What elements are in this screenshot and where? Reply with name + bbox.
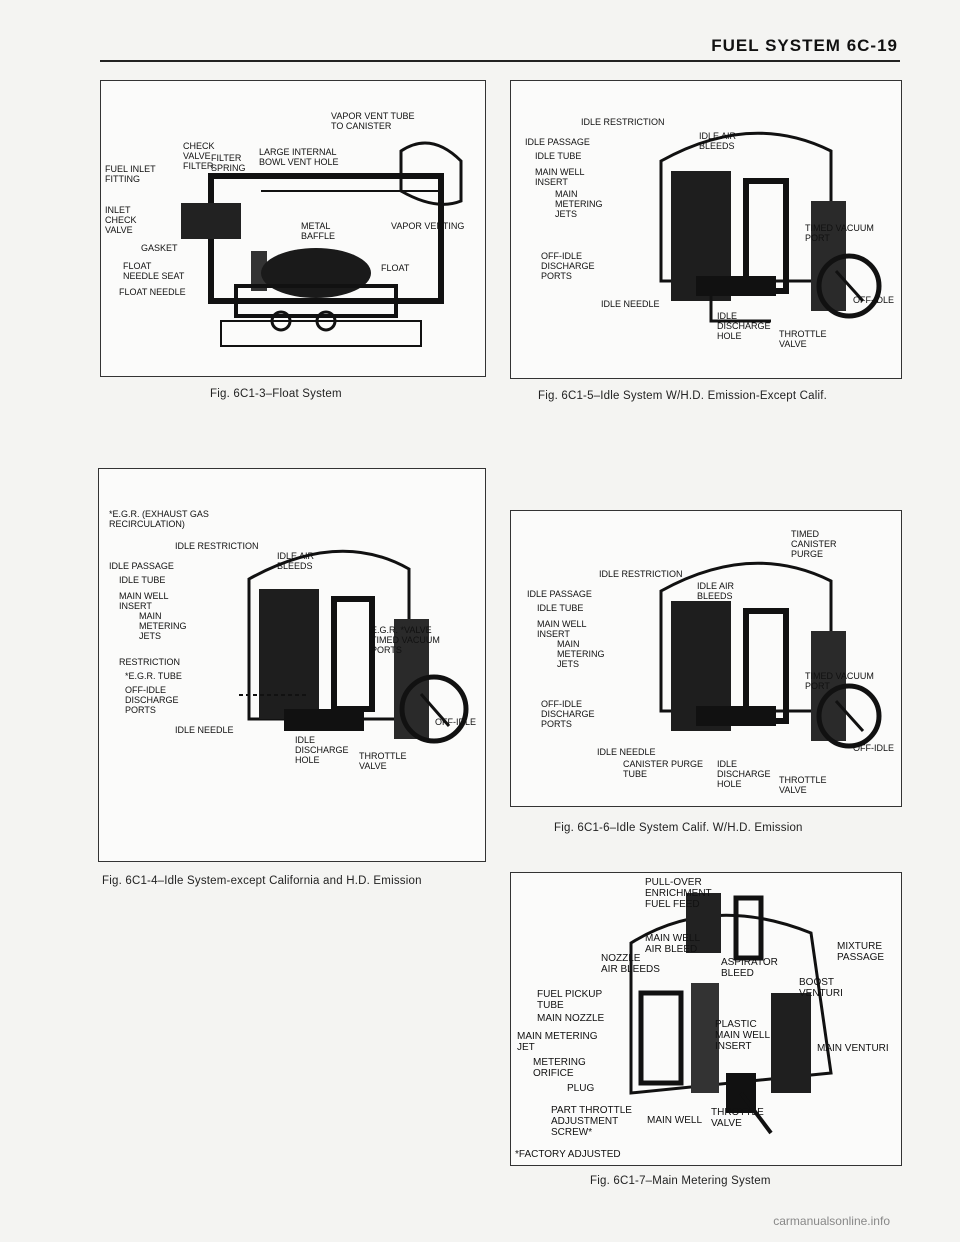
caption-fig-6c1-6: Fig. 6C1-6–Idle System Calif. W/H.D. Emi… bbox=[554, 822, 803, 834]
label-idle-needle: IDLE NEEDLE bbox=[175, 725, 234, 735]
label-throttle-valve: THROTTLE VALVE bbox=[711, 1107, 764, 1129]
label-vapor-vent-tube: VAPOR VENT TUBE TO CANISTER bbox=[331, 111, 415, 131]
label-canister-purge-tube: CANISTER PURGE TUBE bbox=[623, 759, 704, 779]
label-main-well-insert: MAIN WELL INSERT bbox=[535, 167, 585, 187]
label-fuel-inlet-fitting: FUEL INLET FITTING bbox=[105, 164, 156, 184]
idle-system-hd-diagram bbox=[659, 131, 882, 323]
label-throttle-valve: THROTTLE VALVE bbox=[359, 751, 407, 771]
label-idle-needle: IDLE NEEDLE bbox=[601, 299, 660, 309]
label-mixture-passage: MIXTURE PASSAGE bbox=[837, 941, 885, 963]
label-main-well-insert: MAIN WELL INSERT bbox=[119, 591, 169, 611]
label-egr-note: *E.G.R. (EXHAUST GAS RECIRCULATION) bbox=[109, 509, 209, 529]
label-aspirator-bleed: ASPIRATOR BLEED bbox=[721, 957, 778, 979]
label-boost-venturi: BOOST VENTURI bbox=[799, 977, 843, 999]
label-idle-passage: IDLE PASSAGE bbox=[525, 137, 590, 147]
label-part-throttle-screw: PART THROTTLE ADJUSTMENT SCREW* bbox=[551, 1105, 632, 1138]
label-idle-restriction: IDLE RESTRICTION bbox=[599, 569, 683, 579]
label-factory-adjusted: *FACTORY ADJUSTED bbox=[515, 1149, 621, 1160]
label-main-metering-jet: MAIN METERING JET bbox=[517, 1031, 598, 1053]
label-idle-restriction: IDLE RESTRICTION bbox=[581, 117, 665, 127]
label-main-well-insert: MAIN WELL INSERT bbox=[537, 619, 587, 639]
caption-fig-6c1-7: Fig. 6C1-7–Main Metering System bbox=[590, 1175, 771, 1187]
label-off-idle-discharge: OFF-IDLE DISCHARGE PORTS bbox=[541, 251, 595, 281]
label-off-idle: OFF-IDLE bbox=[435, 717, 477, 727]
figure-idle-system-except-california: *E.G.R. (EXHAUST GAS RECIRCULATION) IDLE… bbox=[98, 468, 486, 862]
label-timed-canister-purge: TIMED CANISTER PURGE bbox=[791, 529, 837, 559]
label-metering-orifice: METERING ORIFICE bbox=[533, 1057, 586, 1079]
label-off-idle: OFF-IDLE bbox=[853, 743, 895, 753]
label-idle-air-bleeds: IDLE AIR BLEEDS bbox=[277, 551, 315, 571]
label-off-idle-discharge: OFF-IDLE DISCHARGE PORTS bbox=[541, 699, 595, 729]
label-timed-vacuum-port: TIMED VACUUM PORT bbox=[805, 223, 874, 243]
label-main-nozzle: MAIN NOZZLE bbox=[537, 1013, 605, 1024]
label-throttle-valve: THROTTLE VALVE bbox=[779, 775, 827, 795]
label-idle-air-bleeds: IDLE AIR BLEEDS bbox=[697, 581, 735, 601]
label-float-needle-seat: FLOAT NEEDLE SEAT bbox=[123, 261, 185, 281]
page-header-title: FUEL SYSTEM 6C-19 bbox=[711, 36, 898, 55]
label-idle-passage: IDLE PASSAGE bbox=[109, 561, 174, 571]
caption-fig-6c1-4: Fig. 6C1-4–Idle System-except California… bbox=[102, 875, 422, 887]
label-metal-baffle: METAL BAFFLE bbox=[301, 221, 336, 241]
label-check-valve-filter: CHECK VALVE FILTER bbox=[183, 141, 215, 171]
label-off-idle-discharge: OFF-IDLE DISCHARGE PORTS bbox=[125, 685, 179, 715]
label-nozzle-air-bleeds: NOZZLE AIR BLEEDS bbox=[601, 953, 660, 975]
label-plug: PLUG bbox=[567, 1083, 595, 1094]
label-idle-tube: IDLE TUBE bbox=[119, 575, 166, 585]
label-idle-air-bleeds: IDLE AIR BLEEDS bbox=[699, 131, 737, 151]
label-float-needle: FLOAT NEEDLE bbox=[119, 287, 186, 297]
float-system-diagram bbox=[181, 141, 463, 347]
label-throttle-valve: THROTTLE VALVE bbox=[779, 329, 827, 349]
label-idle-discharge-hole: IDLE DISCHARGE HOLE bbox=[717, 759, 771, 789]
label-idle-discharge-hole: IDLE DISCHARGE HOLE bbox=[717, 311, 771, 341]
label-idle-needle: IDLE NEEDLE bbox=[597, 747, 656, 757]
label-fuel-pickup-tube: FUEL PICKUP TUBE bbox=[537, 989, 603, 1011]
label-off-idle: OFF-IDLE bbox=[853, 295, 895, 305]
label-pullover-enrichment: PULL-OVER ENRICHMENT FUEL FEED bbox=[645, 877, 712, 910]
label-inlet-check-valve: INLET CHECK VALVE bbox=[105, 205, 137, 235]
label-main-well-air-bleed: MAIN WELL AIR BLEED bbox=[645, 933, 701, 955]
label-timed-vacuum-port: TIMED VACUUM PORT bbox=[805, 671, 874, 691]
label-main-metering-jets: MAIN METERING JETS bbox=[557, 639, 605, 669]
label-idle-passage: IDLE PASSAGE bbox=[527, 589, 592, 599]
label-egr-tube: *E.G.R. TUBE bbox=[125, 671, 182, 681]
label-main-well: MAIN WELL bbox=[647, 1115, 703, 1126]
label-vapor-venting: VAPOR VENTING bbox=[391, 221, 465, 231]
main-metering-system-diagram bbox=[629, 893, 833, 1135]
label-float: FLOAT bbox=[381, 263, 410, 273]
label-main-metering-jets: MAIN METERING JETS bbox=[555, 189, 603, 219]
figure-idle-system-hd: IDLE RESTRICTION IDLE AIR BLEEDS IDLE PA… bbox=[510, 80, 902, 379]
label-egr-valve-ports: E.G.R. *VALVE TIMED VACUUM PORTS bbox=[371, 625, 440, 655]
figure-float-system: VAPOR VENT TUBE TO CANISTER CHECK VALVE … bbox=[100, 80, 486, 377]
label-idle-tube: IDLE TUBE bbox=[537, 603, 584, 613]
label-filter-spring: FILTER SPRING bbox=[211, 153, 246, 173]
label-idle-discharge-hole: IDLE DISCHARGE HOLE bbox=[295, 735, 349, 765]
figure-idle-system-calif: TIMED CANISTER PURGE IDLE RESTRICTION ID… bbox=[510, 510, 902, 807]
label-large-internal-bowl-vent: LARGE INTERNAL BOWL VENT HOLE bbox=[259, 147, 339, 167]
label-idle-restriction: IDLE RESTRICTION bbox=[175, 541, 259, 551]
idle-system-calif-diagram bbox=[659, 561, 882, 749]
watermark: carmanualsonline.info bbox=[773, 1214, 890, 1228]
caption-fig-6c1-5: Fig. 6C1-5–Idle System W/H.D. Emission-E… bbox=[538, 390, 828, 402]
label-main-venturi: MAIN VENTURI bbox=[817, 1043, 889, 1054]
label-main-metering-jets: MAIN METERING JETS bbox=[139, 611, 187, 641]
caption-fig-6c1-3: Fig. 6C1-3–Float System bbox=[210, 388, 342, 400]
figure-main-metering-system: PULL-OVER ENRICHMENT FUEL FEED MAIN WELL… bbox=[510, 872, 902, 1166]
label-restriction: RESTRICTION bbox=[119, 657, 181, 667]
label-plastic-main-well-insert: PLASTIC MAIN WELL INSERT bbox=[715, 1019, 771, 1052]
label-gasket: GASKET bbox=[141, 243, 178, 253]
label-idle-tube: IDLE TUBE bbox=[535, 151, 582, 161]
idle-system-except-california-diagram bbox=[239, 549, 469, 744]
header-rule bbox=[100, 60, 900, 62]
